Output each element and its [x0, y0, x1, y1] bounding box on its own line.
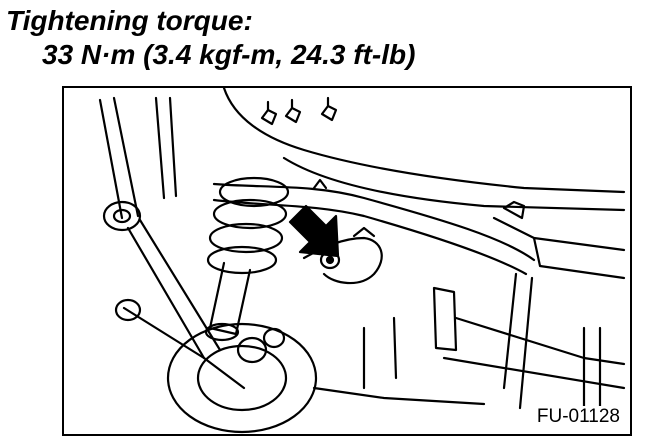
- lower-bushing: [114, 298, 142, 322]
- hub-bushing: [236, 336, 268, 364]
- top-bolt-3: [320, 96, 338, 122]
- shock-absorber: [208, 261, 252, 336]
- left-bushing: [102, 200, 142, 232]
- body-outline: [222, 88, 626, 194]
- pointer-arrow-icon: [288, 204, 340, 258]
- spring-coil-2: [208, 222, 284, 254]
- torque-heading: Tightening torque: 33 N·m (3.4 kgf-m, 24…: [6, 4, 415, 72]
- right-bracket: [432, 286, 458, 352]
- spring-coil-1: [212, 198, 288, 230]
- suspension-illustration: [98, 88, 626, 434]
- spring-coil-3: [206, 245, 278, 275]
- right-frame: [492, 216, 626, 252]
- spring-top: [218, 176, 290, 208]
- top-bolt-1: [260, 100, 278, 126]
- lower-arm: [126, 218, 222, 360]
- suspension-figure: FU-01128: [62, 86, 632, 436]
- left-rod-outer: [98, 96, 140, 220]
- torque-title: Tightening torque:: [6, 5, 253, 36]
- left-rod-inner: [154, 96, 178, 200]
- body-lower-edge: [282, 156, 626, 212]
- torque-value: 33 N·m (3.4 kgf-m, 24.3 ft-lb): [42, 39, 416, 70]
- figure-id-label: FU-01128: [534, 406, 622, 428]
- wheel-hub: [166, 322, 318, 434]
- upper-arm: [212, 182, 536, 262]
- top-bolt-2: [284, 98, 302, 124]
